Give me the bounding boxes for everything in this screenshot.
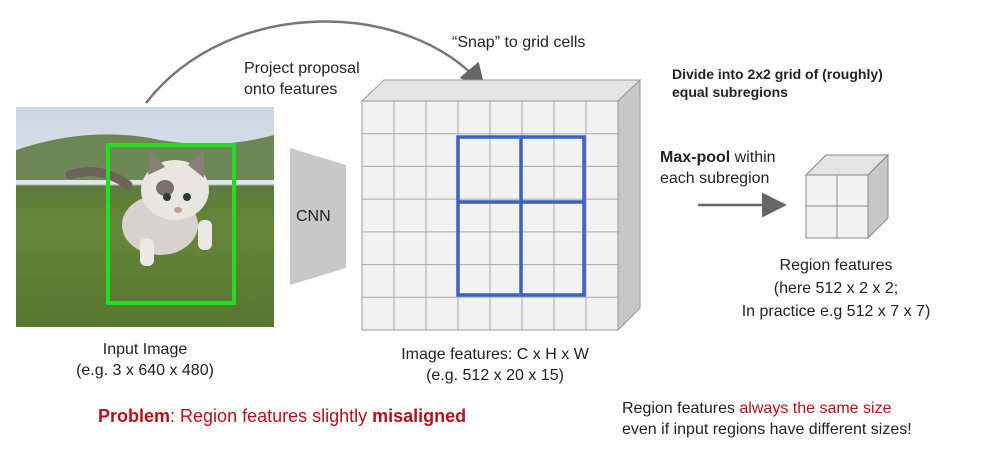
project-arrow xyxy=(145,20,486,104)
divide-label-line1: Divide into 2x2 grid of (roughly) xyxy=(672,66,883,82)
features-size: (e.g. 512 x 20 x 15) xyxy=(426,367,564,384)
input-image-size: (e.g. 3 x 640 x 480) xyxy=(76,362,214,379)
cnn-trapezoid xyxy=(290,148,346,285)
divide-label-line2: equal subregions xyxy=(672,84,788,100)
project-label-line1: Project proposal xyxy=(244,60,360,77)
feature-map xyxy=(360,78,642,332)
input-image-label: Input Image xyxy=(102,341,188,358)
problem-misaligned: misaligned xyxy=(372,406,467,426)
same-size-line1: Region features always the same size xyxy=(622,399,891,419)
problem-mid: : Region features slightly xyxy=(170,406,373,426)
region-features-practice: In practice e.g 512 x 7 x 7) xyxy=(741,303,931,320)
snap-label: “Snap” to grid cells xyxy=(452,34,586,51)
region-features-here: (here 512 x 2 x 2; xyxy=(773,280,899,297)
maxpool-label-line2: each subregion xyxy=(660,170,770,187)
same-size-prefix: Region features xyxy=(622,400,740,417)
same-size-red: always the same size xyxy=(739,400,892,417)
maxpool-rest: within xyxy=(730,149,776,166)
maxpool-label-line1: Max-pool within xyxy=(660,148,776,168)
region-features-label: Region features xyxy=(779,257,893,274)
features-label: Image features: C x H x W xyxy=(401,346,589,363)
project-label-line2: onto features xyxy=(244,81,338,98)
proposal-box xyxy=(106,143,236,305)
output-cube xyxy=(804,153,890,240)
cnn-label: CNN xyxy=(296,208,331,225)
same-size-line2: even if input regions have different siz… xyxy=(622,421,912,438)
maxpool-bold: Max-pool xyxy=(660,149,731,166)
snapped-region xyxy=(456,135,586,297)
problem-bold: Problem xyxy=(98,406,171,426)
problem-statement: Problem: Region features slightly misali… xyxy=(98,405,466,427)
